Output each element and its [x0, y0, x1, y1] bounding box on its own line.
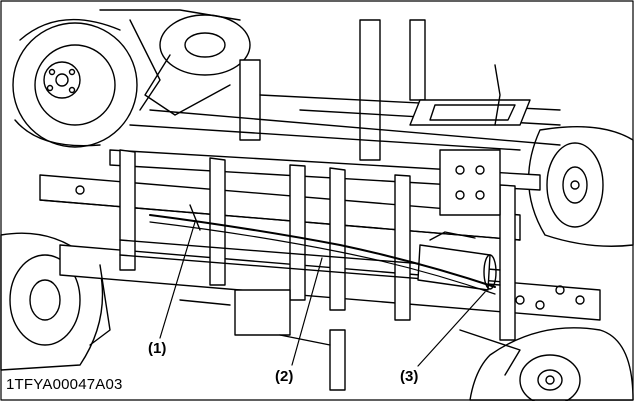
steering-assembly [99, 9, 251, 116]
leader-line-1 [159, 221, 196, 339]
callout-1-label: (1) [148, 340, 167, 357]
cable-harness [149, 204, 496, 295]
engine-bracket [439, 149, 501, 216]
leader-line-2 [291, 257, 323, 366]
leader-line-3 [417, 291, 486, 367]
rear-right-tire [469, 327, 634, 401]
lower-details [89, 264, 521, 391]
callout-2-label: (2) [275, 368, 294, 385]
upper-frame [129, 19, 561, 161]
front-right-tire [527, 126, 634, 247]
figure-id-label: 1TFYA00047A03 [6, 376, 123, 393]
callout-3-label: (3) [400, 368, 419, 385]
front-left-tire [12, 18, 138, 148]
